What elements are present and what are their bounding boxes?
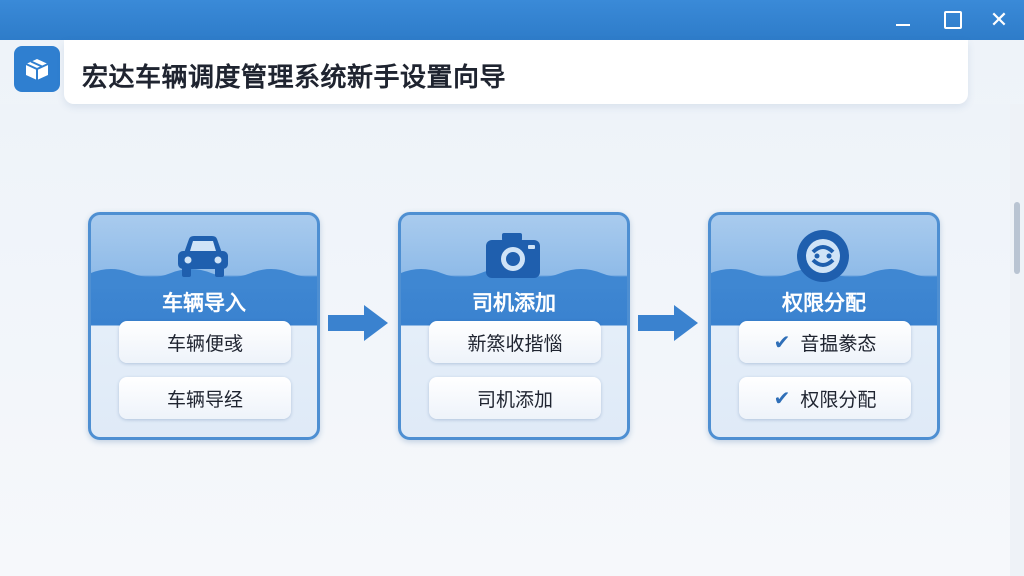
step-option[interactable]: ✔ 权限分配 (739, 377, 911, 419)
close-icon: ✕ (989, 7, 1009, 33)
step-title: 权限分配 (782, 291, 866, 315)
step-card-driver-add: 司机添加 新篜收揩惱 司机添加 (398, 212, 630, 440)
minimize-button[interactable] (888, 6, 918, 34)
check-icon: ✔ (773, 330, 791, 354)
step-title: 车辆导入 (162, 291, 246, 315)
option-label: 权限分配 (800, 388, 877, 411)
arrow-right-icon (328, 305, 388, 341)
car-icon (171, 229, 235, 283)
maximize-button[interactable] (938, 6, 968, 34)
step-title: 司机添加 (472, 291, 556, 315)
option-label: 音揾豢态 (800, 332, 877, 355)
option-label: 车辆导经 (166, 388, 243, 411)
maximize-icon (944, 11, 962, 29)
option-label: 司机添加 (476, 388, 553, 411)
step-option[interactable]: 车辆便彧 (119, 321, 291, 363)
option-label: 车辆便彧 (166, 332, 243, 355)
minimize-icon (896, 24, 910, 26)
page-title: 宏达车辆调度管理系统新手设置向导 (82, 63, 507, 93)
wave-decoration (401, 269, 627, 289)
step-option[interactable]: ✔ 音揾豢态 (739, 321, 911, 363)
step-option[interactable]: 新篜收揩惱 (429, 321, 601, 363)
vertical-scrollbar[interactable] (1010, 104, 1024, 576)
scrollbar-thumb[interactable] (1014, 202, 1020, 274)
check-icon: ✔ (773, 386, 791, 410)
header-card: 宏达车辆调度管理系统新手设置向导 (64, 40, 968, 104)
step-option[interactable]: 车辆导经 (119, 377, 291, 419)
step-card-vehicle-import: 车辆导入 车辆便彧 车辆导经 (88, 212, 320, 440)
arrow-right-icon (638, 305, 698, 341)
title-bar: ✕ (0, 0, 1024, 40)
camera-icon (481, 229, 545, 283)
app-logo-icon (14, 46, 60, 92)
wave-decoration (91, 269, 317, 289)
step-card-permission: 权限分配 ✔ 音揾豢态 ✔ 权限分配 (708, 212, 940, 440)
step-option[interactable]: 司机添加 (429, 377, 601, 419)
permission-badge-icon (791, 229, 855, 283)
option-label: 新篜收揩惱 (467, 332, 563, 355)
close-button[interactable]: ✕ (984, 6, 1014, 34)
